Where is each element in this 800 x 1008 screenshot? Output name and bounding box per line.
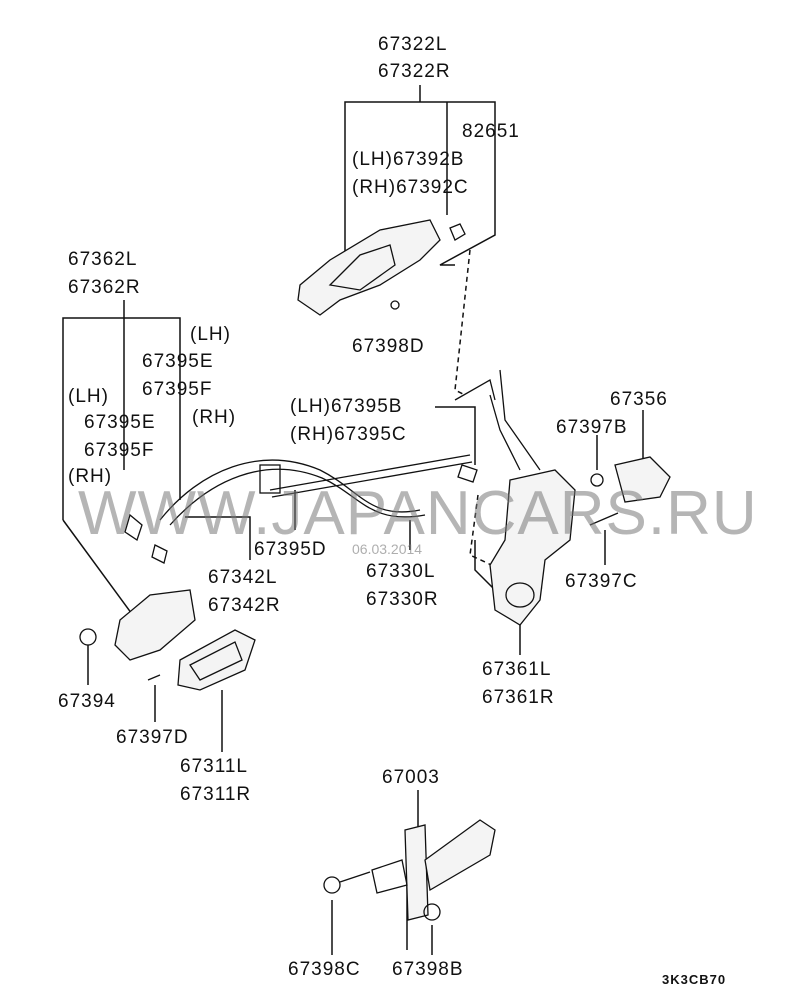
inside-handle-cables — [124, 369, 541, 564]
part-label: 67330L — [366, 561, 436, 582]
part-label: 67322L — [378, 34, 448, 55]
part-label: 67362L — [68, 249, 138, 270]
part-label: (LH)67392B — [352, 149, 465, 170]
part-label: 67397D — [116, 727, 189, 748]
part-label: 67394 — [58, 691, 116, 712]
watermark-date: 06.03.2014 — [352, 541, 423, 557]
inner-handle-bezel — [79, 589, 256, 691]
part-label: 67311R — [180, 784, 252, 805]
part-label: (RH)67395C — [290, 424, 407, 445]
part-label: 67356 — [610, 389, 668, 410]
door-latch — [489, 456, 671, 626]
part-label: 82651 — [462, 121, 520, 142]
outside-handle — [297, 219, 466, 316]
part-label: 67361R — [482, 687, 555, 708]
part-label: (LH)67395B — [290, 396, 403, 417]
leader-lines — [62, 85, 644, 955]
part-label: (LH) — [190, 324, 231, 345]
part-label: 67342L — [208, 567, 278, 588]
part-label: 67395E — [84, 412, 156, 433]
part-label: 67397C — [565, 571, 638, 592]
part-label: 67311L — [180, 756, 248, 777]
part-label: 67322R — [378, 61, 451, 82]
part-label: 67395F — [84, 440, 155, 461]
part-label: (RH)67392C — [352, 177, 469, 198]
part-label: (RH) — [68, 466, 113, 487]
watermark: WWW.JAPANCARS.RU — [78, 479, 758, 548]
part-label: 67395E — [142, 351, 214, 372]
part-label: 67397B — [556, 417, 628, 438]
part-label: 67342R — [208, 595, 281, 616]
door-check — [323, 819, 496, 921]
part-label: 67398D — [352, 336, 425, 357]
part-label: 67398C — [288, 959, 361, 980]
part-label: 67330R — [366, 589, 439, 610]
part-label: 67395F — [142, 379, 213, 400]
part-label: 67395D — [254, 539, 327, 560]
part-label: (RH) — [192, 407, 237, 428]
part-label: 67003 — [382, 767, 440, 788]
part-label: 67362R — [68, 277, 141, 298]
part-label: 67361L — [482, 659, 552, 680]
part-label: (LH) — [68, 386, 109, 407]
part-label: 67398B — [392, 959, 464, 980]
diagram-code: 3K3CB70 — [662, 972, 727, 987]
